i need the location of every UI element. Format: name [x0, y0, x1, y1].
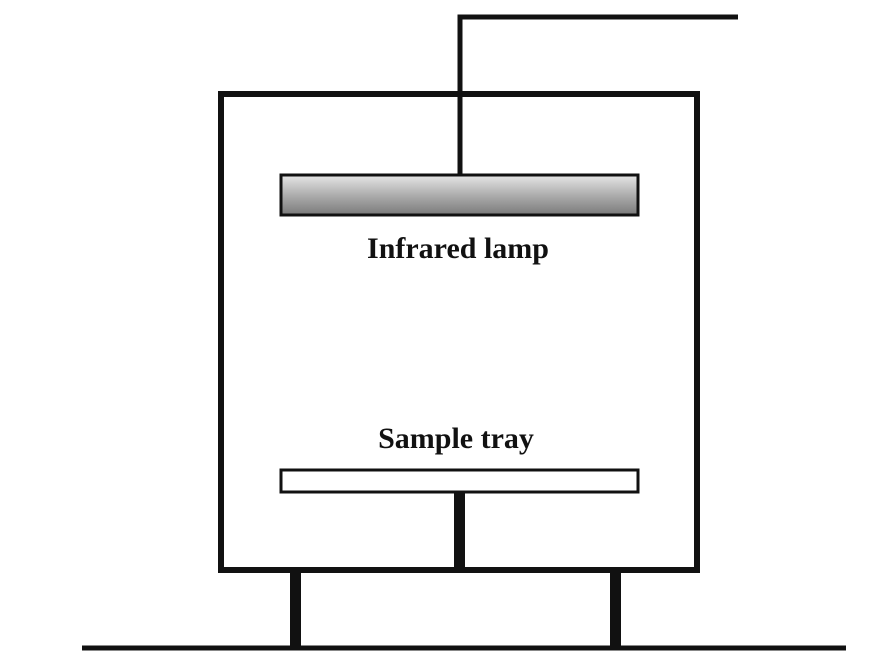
sample-tray [279, 468, 640, 494]
infrared-lamp-label: Infrared lamp [367, 232, 549, 265]
infrared-lamp [279, 173, 640, 217]
left-leg [290, 570, 301, 648]
power-cable [457, 14, 738, 176]
sample-tray-label: Sample tray [378, 422, 534, 455]
right-leg [610, 570, 621, 648]
tray-support-post [454, 492, 465, 570]
